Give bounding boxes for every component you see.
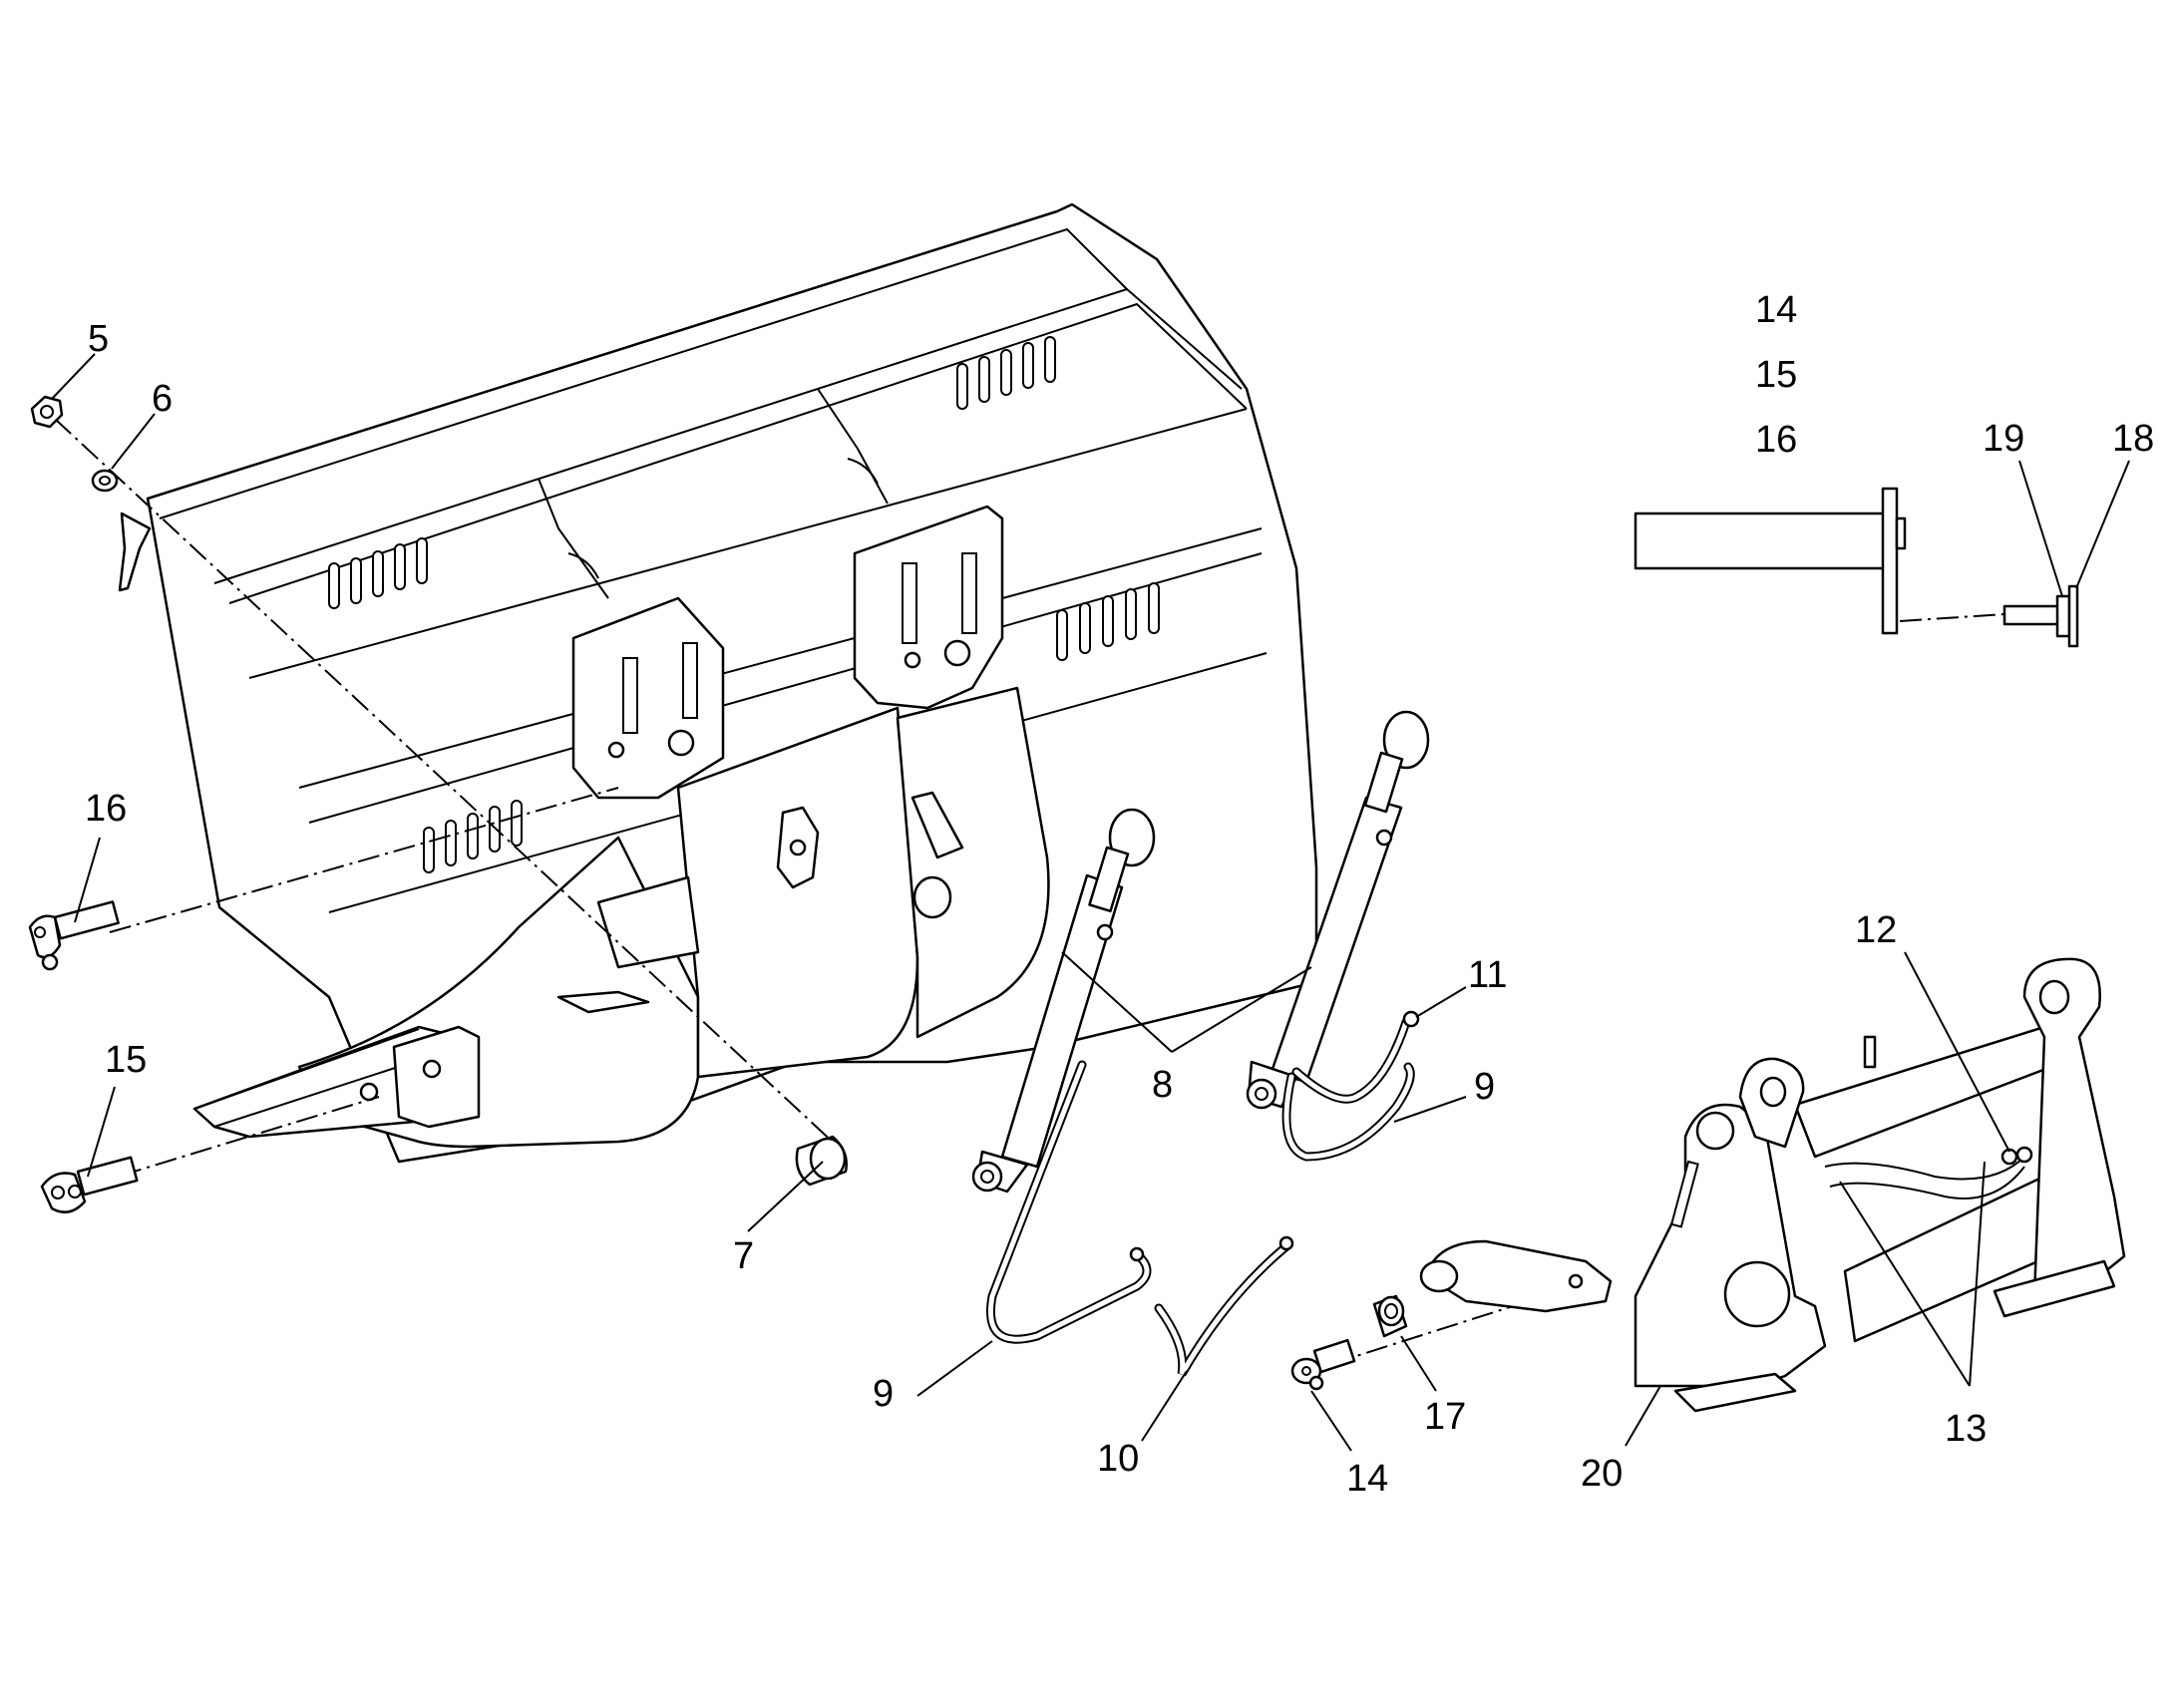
callout-13: 13 (1945, 1408, 1987, 1450)
leader-14 (1310, 1390, 1352, 1452)
hose-part-10 (1154, 1235, 1294, 1377)
callout-19: 19 (1983, 418, 2024, 460)
callout-9-right: 9 (1474, 1066, 1495, 1108)
nut-part-5 (30, 395, 64, 429)
washer-part-6 (91, 469, 119, 493)
pin-part-16 (28, 900, 120, 971)
quick-hitch-part-20 (1419, 957, 2126, 1413)
callout-11: 11 (1468, 954, 1507, 996)
pin-part-15 (40, 1156, 139, 1213)
hose-part-9-left (986, 1060, 1152, 1344)
callout-17: 17 (1424, 1396, 1466, 1438)
leader-9a (916, 1340, 993, 1397)
callout-12: 12 (1855, 909, 1897, 951)
bushing-part-17 (1372, 1294, 1408, 1338)
leader-9b (1393, 1096, 1467, 1123)
callout-6: 6 (152, 378, 173, 420)
vent-slots-middle (1056, 582, 1160, 661)
vent-slots-lower (423, 800, 523, 873)
callout-10: 10 (1097, 1438, 1139, 1480)
pin-part-14 (1290, 1338, 1356, 1391)
washer-part-18 (2067, 584, 2079, 648)
callout-14-legend: 14 (1755, 289, 1797, 331)
leader-16 (74, 837, 101, 923)
leader-8b (1171, 966, 1312, 1053)
leader-10 (1141, 1370, 1188, 1442)
callout-9-left: 9 (873, 1373, 894, 1415)
leader-11 (1415, 986, 1467, 1018)
leader-7 (747, 1161, 824, 1232)
leader-19 (2018, 460, 2063, 597)
bushing-part-7 (795, 1135, 848, 1187)
leader-17 (1400, 1335, 1437, 1392)
cylinder-part-8-left (971, 808, 1156, 1194)
callout-20: 20 (1581, 1453, 1623, 1495)
leader-15 (87, 1086, 116, 1178)
tooth (118, 512, 152, 592)
hose-part-11 (1291, 1010, 1420, 1104)
leader-18 (2075, 460, 2130, 589)
bolt-part-19 (2002, 594, 2071, 638)
leader-13b (1969, 1161, 1986, 1387)
leader-12 (1904, 951, 2010, 1153)
hitch-plate-right (853, 505, 1004, 710)
callout-7: 7 (733, 1235, 754, 1277)
leader-5 (51, 353, 96, 400)
leader-8a (1061, 951, 1173, 1053)
assembly-line-16 (109, 787, 619, 933)
callout-18: 18 (2112, 418, 2154, 460)
callout-15: 15 (105, 1039, 147, 1081)
callout-16-legend: 16 (1755, 419, 1797, 461)
callout-16: 16 (85, 788, 127, 830)
pin-detail (1634, 487, 1907, 635)
leader-20 (1625, 1385, 1661, 1447)
assembly-line-19 (1899, 613, 2005, 622)
vent-slots-left (328, 537, 428, 609)
callout-15-legend: 15 (1755, 354, 1797, 396)
leader-6 (111, 413, 156, 470)
callout-8: 8 (1152, 1064, 1173, 1106)
assembly-line-5-7 (54, 418, 839, 1148)
vent-slots-top (956, 336, 1056, 410)
leader-13a (1839, 1181, 1971, 1387)
hose-part-9-right (1281, 1062, 1415, 1162)
bucket (146, 202, 1318, 1164)
callout-14: 14 (1346, 1458, 1388, 1500)
callout-5: 5 (88, 318, 109, 360)
hitch-plate-left (571, 596, 725, 800)
